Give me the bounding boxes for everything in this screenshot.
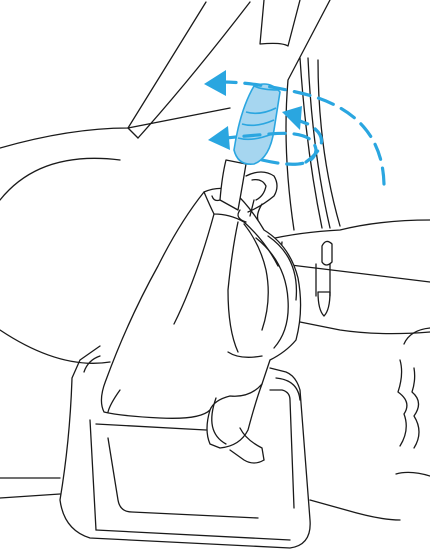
- lever-boot: [101, 188, 300, 463]
- lever-handle: [234, 84, 280, 164]
